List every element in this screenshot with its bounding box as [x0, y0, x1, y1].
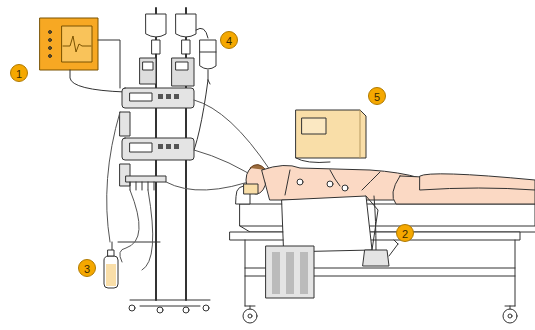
callout-number: 5 [368, 87, 386, 105]
patient [236, 164, 535, 204]
callout-number: 4 [220, 31, 238, 49]
infusion-pump [120, 88, 194, 190]
suction-bottle [104, 250, 118, 288]
sheet [282, 196, 378, 252]
hospital-bed [230, 204, 535, 323]
callout-number: 1 [10, 64, 28, 82]
callout-number: 3 [78, 259, 96, 277]
patient-monitor [40, 18, 125, 92]
iv-bag [140, 14, 196, 86]
drainage-bag [208, 80, 398, 298]
iv-pole [112, 8, 210, 313]
callout-number: 2 [396, 224, 414, 242]
medical-device [296, 110, 366, 163]
